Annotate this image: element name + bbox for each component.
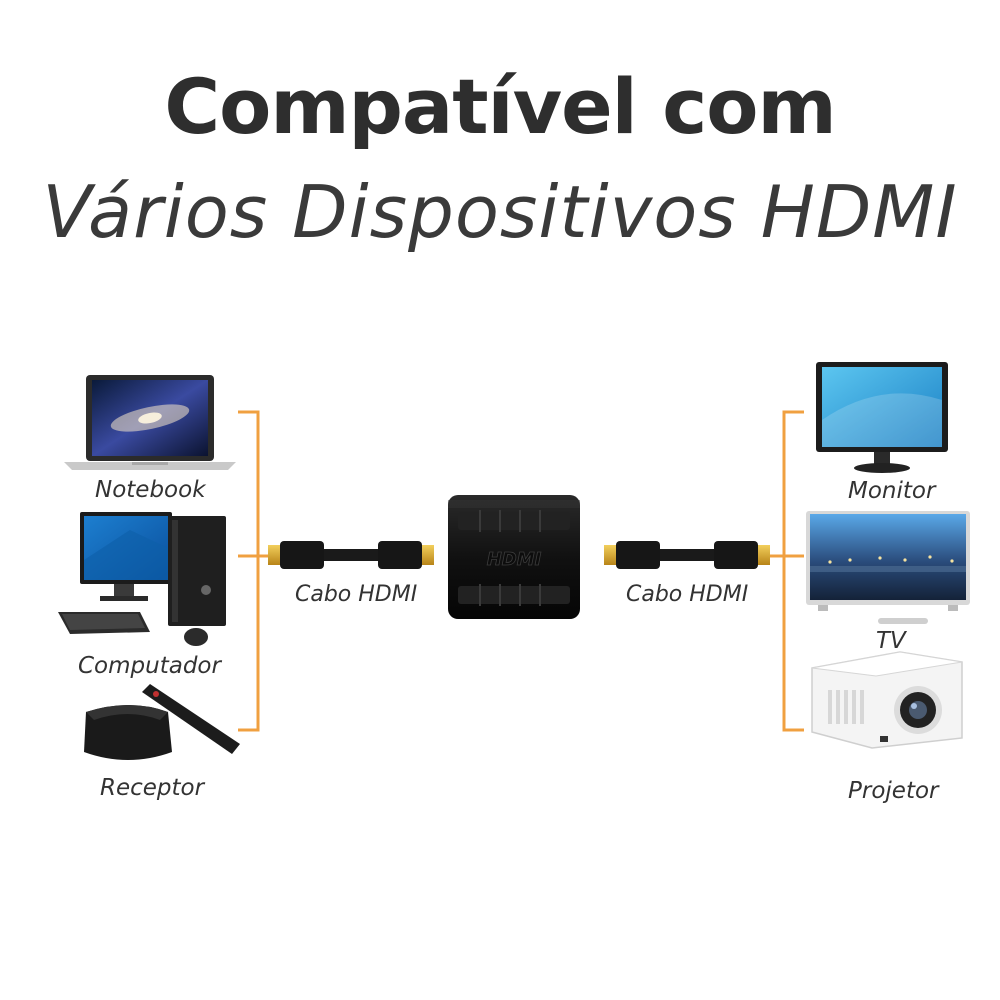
destination-label-tv: TV xyxy=(876,628,906,654)
cable-label-right: Cabo HDMI xyxy=(626,582,749,607)
destination-label-projetor: Projetor xyxy=(848,778,939,804)
tv-receiver-icon xyxy=(84,684,240,760)
projector-icon xyxy=(811,651,963,749)
destination-label-monitor: Monitor xyxy=(848,478,936,504)
headline-line2: Vários Dispositivos HDMI xyxy=(42,170,958,254)
laptop-icon xyxy=(64,375,236,470)
desktop-computer-icon xyxy=(58,512,226,646)
tv-icon xyxy=(806,511,970,624)
source-label-computador: Computador xyxy=(78,653,221,679)
monitor-icon xyxy=(816,362,948,473)
source-label-receptor: Receptor xyxy=(100,775,205,801)
headline-line1: Compatível com xyxy=(164,62,836,151)
right-hdmi-cable-icon xyxy=(604,541,770,569)
source-label-notebook: Notebook xyxy=(95,477,206,503)
cable-label-left: Cabo HDMI xyxy=(295,582,418,607)
right-bracket xyxy=(770,410,804,732)
left-hdmi-cable-icon xyxy=(268,541,434,569)
adapter-logo: HDMI xyxy=(487,549,542,570)
left-bracket xyxy=(238,410,272,732)
hdmi-female-coupler-icon: HDMI xyxy=(448,495,580,619)
